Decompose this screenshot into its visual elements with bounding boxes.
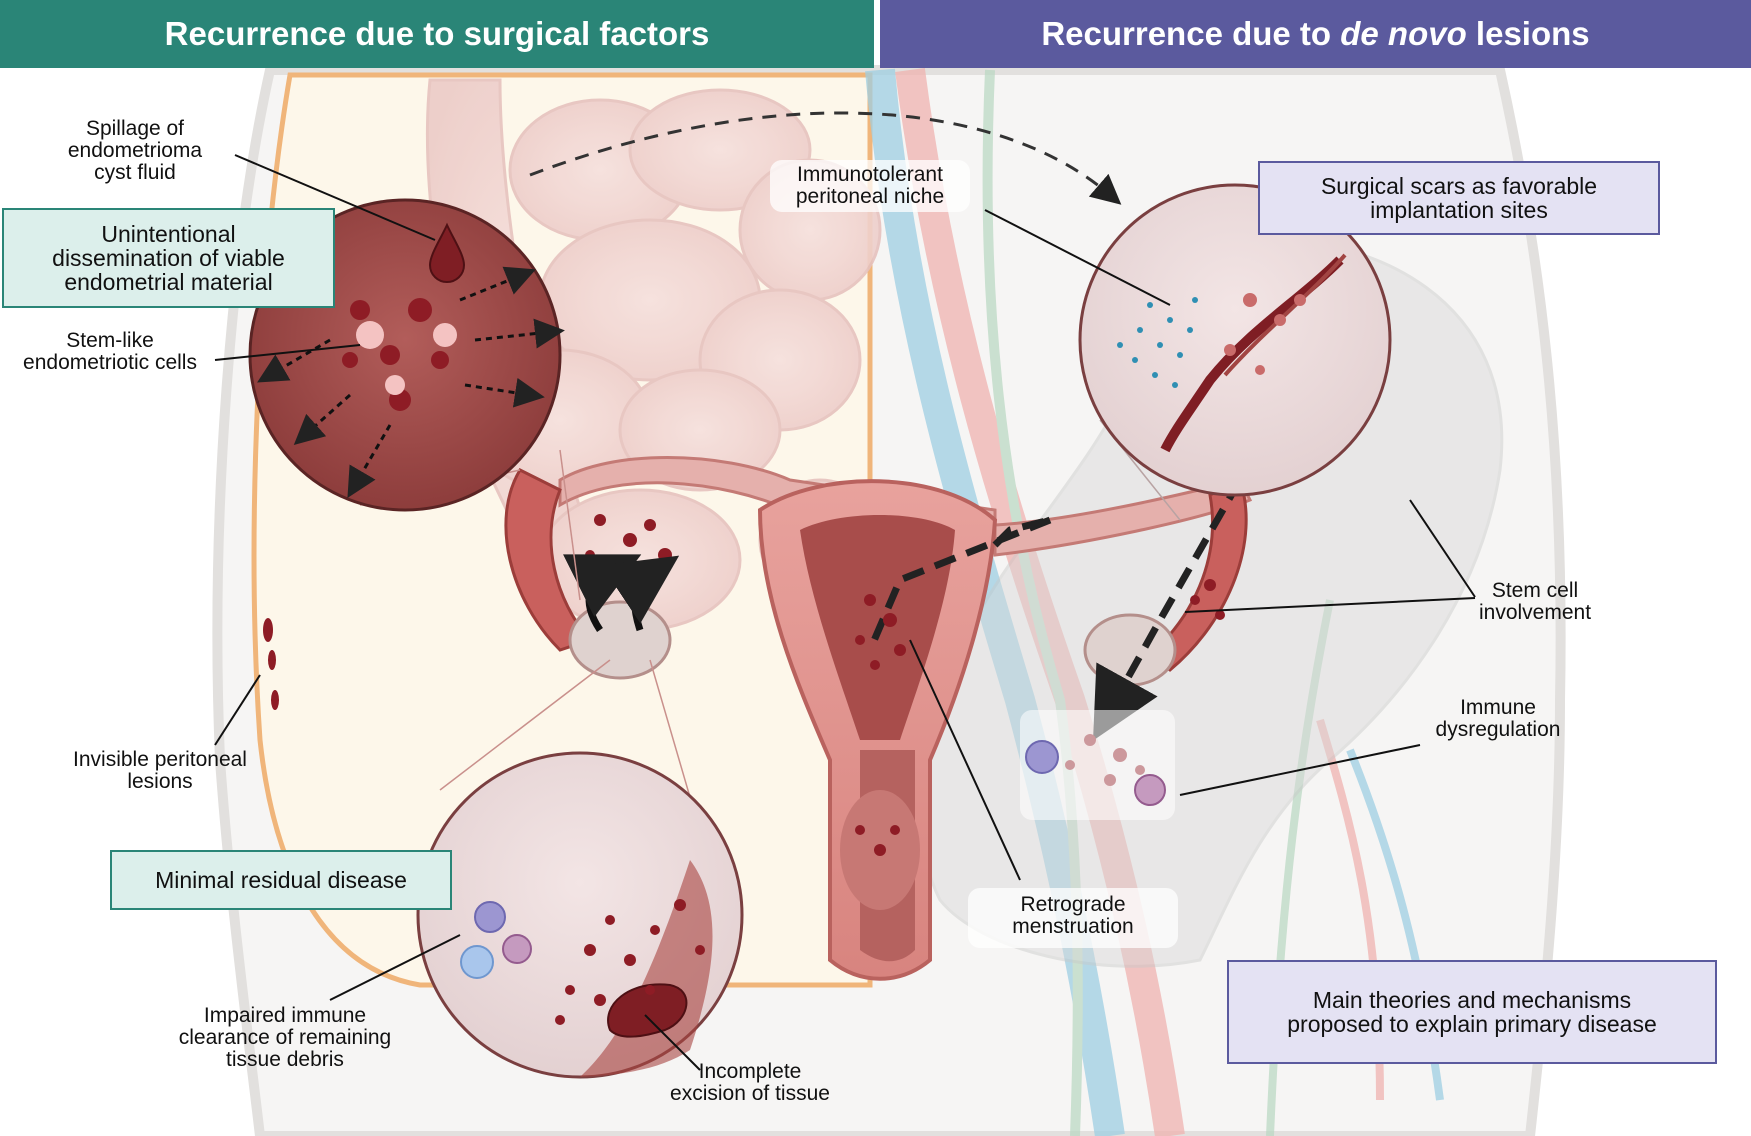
label-incomplete-excision: Incomplete excision of tissue [670,1060,830,1105]
surgical-scars-box: Surgical scars as favorable implantation… [1258,161,1660,235]
header-de-novo: Recurrence due to de novo lesions [880,0,1751,68]
header-left-title: Recurrence due to surgical factors [164,15,710,52]
header-right-suffix: lesions [1466,15,1590,52]
fluid-drop-icon [428,222,466,284]
leader-lines [214,154,1476,1071]
peritoneal-lesions [263,618,279,710]
scar-inset [1078,183,1392,497]
label-invisible-lesions: Invisible peritoneal lesions [73,748,247,793]
label-immune-dysregulation: Immune dysregulation [1435,696,1561,741]
label-retrograde-menstruation: Retrograde menstruation [968,888,1178,948]
label-stem-like-cells: Stem-like endometriotic cells [23,329,197,374]
main-theories-box: Main theories and mechanisms proposed to… [1227,960,1717,1064]
unintentional-dissemination-box: Unintentional dissemination of viable en… [2,208,335,308]
label-stem-cell-involvement: Stem cell involvement [1478,579,1592,624]
header-surgical-factors: Recurrence due to surgical factors [0,0,874,68]
header-right-italic: de novo [1340,15,1467,52]
label-spillage: Spillage of endometrioma cyst fluid [67,117,203,184]
header-right-prefix: Recurrence due to [1041,15,1341,52]
dissemination-arrow [529,111,1122,205]
label-immunotolerant-niche: Immunotolerant peritoneal niche [770,160,970,212]
minimal-residual-box: Minimal residual disease [110,850,452,910]
label-impaired-clearance: Impaired immune clearance of remaining t… [178,1004,392,1071]
